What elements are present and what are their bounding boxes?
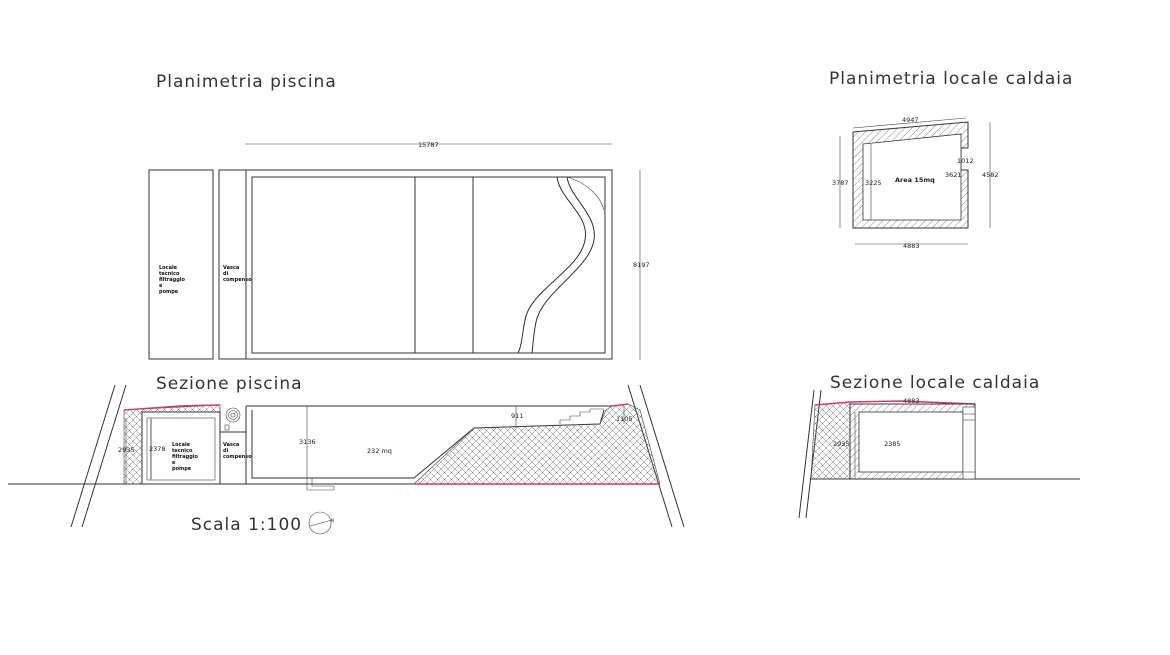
pool-plan: 15787 8197 Locale tecnico filtraggio e p… [148, 141, 650, 360]
depth-dimension: 3136 [299, 438, 316, 446]
boiler-section-outer-height: 2935 [833, 440, 850, 448]
svg-text:e: e [159, 283, 163, 289]
svg-text:filtraggio: filtraggio [172, 454, 199, 460]
svg-text:N: N [331, 518, 334, 523]
boiler-top-width: 4947 [902, 116, 919, 124]
compensation-tank-label: Vasca di compenso [223, 265, 252, 283]
pool-basin [251, 176, 606, 354]
drain-pipe [306, 478, 335, 491]
pool-floor-profile [251, 409, 605, 479]
svg-text:compenso: compenso [223, 454, 252, 460]
boiler-section: 4883 2935 2385 [798, 389, 1080, 519]
boiler-plan-title: Planimetria locale caldaia [829, 69, 1073, 89]
retaining-height: 2935 [118, 446, 135, 454]
boiler-interior [862, 133, 962, 221]
svg-text:compenso: compenso [223, 277, 252, 283]
north-arrow-icon: N [308, 511, 334, 535]
svg-text:e: e [172, 460, 176, 466]
room-height: 2378 [149, 445, 166, 453]
pump-icon [224, 407, 241, 431]
svg-text:tecnico: tecnico [159, 271, 180, 277]
boiler-right-upper: 1012 [957, 157, 974, 165]
technical-room-label: Locale tecnico filtraggio e pompe [159, 265, 186, 295]
boiler-right-outer: 4582 [982, 171, 999, 179]
ground-accent [123, 404, 221, 411]
pool-stairs [559, 408, 604, 424]
boiler-area: Area 15mq [895, 176, 935, 184]
svg-text:Vasca: Vasca [223, 442, 239, 448]
svg-text:Locale: Locale [159, 265, 178, 271]
svg-text:Vasca: Vasca [223, 265, 239, 271]
svg-text:di: di [223, 448, 229, 454]
boiler-right-inner: 3621 [945, 171, 962, 179]
boiler-section-title: Sezione locale caldaia [830, 373, 1040, 393]
edge-height-dimension: 1105 [616, 415, 633, 423]
curved-steps [517, 176, 587, 354]
width-dimension: 8197 [633, 261, 650, 269]
curved-steps [531, 176, 595, 354]
pool-section: Locale tecnico filtraggio e pompe 2935 2… [8, 384, 685, 528]
excavation-slope [70, 384, 116, 528]
pool-outline [245, 169, 613, 360]
pool-section-title: Sezione piscina [156, 374, 303, 394]
boiler-section-width: 4883 [903, 397, 920, 405]
svg-text:Locale: Locale [172, 442, 191, 448]
shallow-depth-dimension: 911 [511, 412, 523, 420]
svg-text:di: di [223, 271, 229, 277]
boiler-plan: 4947 4883 3787 3225 1012 3621 4582 Area … [832, 116, 999, 250]
section-technical-room-label: Locale tecnico filtraggio e pompe [172, 442, 199, 472]
boiler-section-room [858, 411, 964, 473]
technical-room [148, 169, 214, 360]
boiler-left-inner: 3225 [865, 179, 882, 187]
scale-label: Scala 1:100 [191, 515, 302, 535]
svg-text:pompe: pompe [159, 289, 179, 295]
pool-volume: 232 mq [367, 447, 392, 455]
length-dimension: 15787 [418, 141, 439, 149]
excavation-slope [639, 384, 685, 528]
excavation-slope [81, 384, 127, 528]
svg-text:pompe: pompe [172, 466, 192, 472]
section-compensation-tank-label: Vasca di compenso [223, 442, 252, 460]
boiler-bottom-width: 4883 [903, 242, 920, 250]
svg-text:tecnico: tecnico [172, 448, 193, 454]
boiler-left-outer: 3787 [832, 179, 849, 187]
svg-text:filtraggio: filtraggio [159, 277, 186, 283]
pool-plan-title: Planimetria piscina [156, 72, 337, 92]
boiler-section-inner-height: 2385 [884, 440, 901, 448]
